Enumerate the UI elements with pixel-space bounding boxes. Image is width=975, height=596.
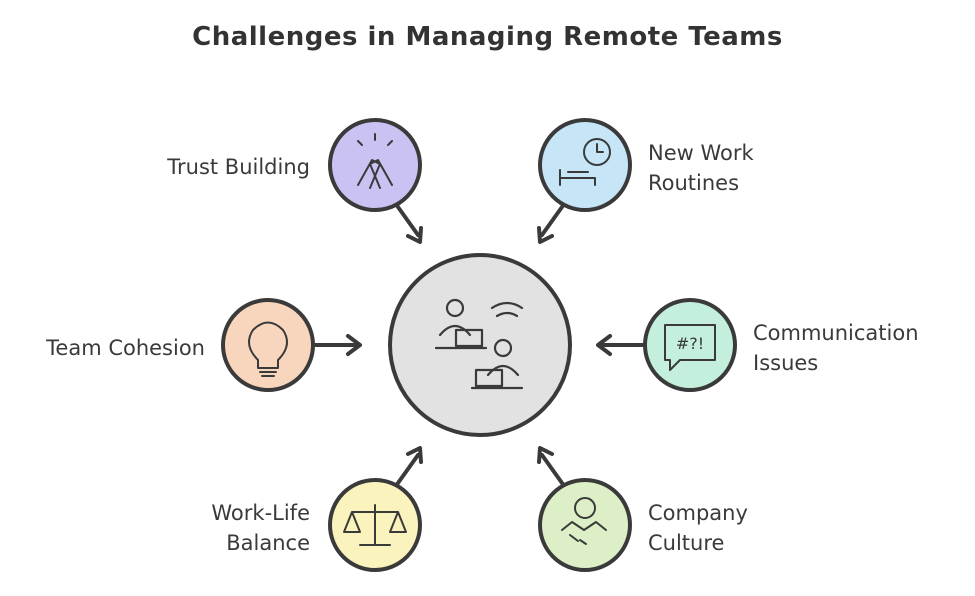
label-trust-building: Trust Building [167,155,310,179]
diagram-title: Challenges in Managing Remote Teams [192,22,783,52]
clock-bed-icon [559,138,611,186]
label-line: Company [648,501,748,525]
routines-circle [538,118,632,212]
label-team-cohesion: Team Cohesion [46,336,205,360]
label-line: Routines [648,171,740,195]
communication-circle [643,298,737,392]
label-line: Communication [753,321,919,345]
lightbulb-globe-icon [248,321,288,377]
label-line: Balance [226,531,310,555]
cohesion-circle [221,298,315,392]
trust-circle [328,118,422,212]
label-line: Culture [648,531,725,555]
bubble-text: #?! [676,334,704,353]
culture-circle [538,478,632,572]
label-line: Work-Life [211,501,310,525]
handshake-globe-icon [561,497,607,545]
arrow-cohesion [311,334,362,356]
speech-bubble-icon [664,324,716,371]
arrow-communication [596,334,647,356]
label-line: Issues [753,351,819,375]
label-line: New Work [648,141,754,165]
remote-workers-icon [434,298,524,390]
handshake-arms-icon [357,133,393,189]
scale-icon [343,504,407,546]
